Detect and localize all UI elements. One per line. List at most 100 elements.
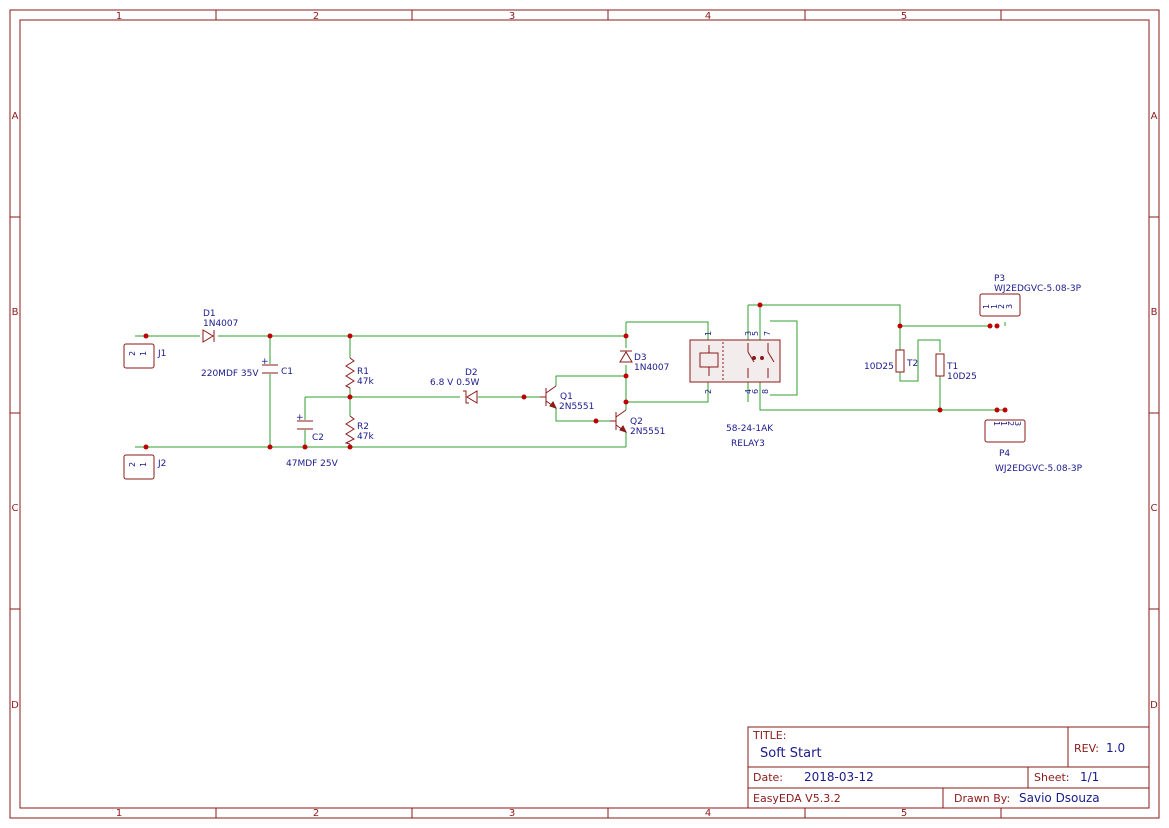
p3-pin-3: 3 (1005, 304, 1014, 309)
row-label-a-right: A (1151, 111, 1158, 122)
q1-value: 2N5551 (559, 402, 594, 412)
row-label-c-left: C (12, 503, 19, 514)
j1-pin-1: 1 (139, 351, 148, 356)
c1-value: 220MDF 35V (201, 369, 259, 379)
relay-pin-1: 1 (704, 331, 713, 336)
tool-version: EasyEDA V5.3.2 (753, 792, 841, 805)
col-label-1-bottom: 1 (116, 808, 122, 819)
drawn-by-key: Drawn By: (954, 792, 1010, 805)
rev-value: 1.0 (1106, 741, 1125, 755)
col-label-4-top: 4 (705, 11, 711, 22)
r1-value: 47k (357, 377, 374, 387)
transistor-q2[interactable]: Q2 2N5551 (610, 409, 665, 437)
relay-value: 58-24-1AK (726, 424, 774, 434)
p3-pin-2: 2 (997, 304, 1006, 309)
diode-d3[interactable]: D3 1N4007 (619, 350, 669, 373)
p3-pin-1a: 1 (982, 304, 991, 309)
resistor-r1[interactable]: R1 47k (344, 357, 374, 389)
p4-value: WJ2EDGVC-5.08-3P (995, 464, 1083, 474)
c2-ref: C2 (312, 433, 324, 443)
p3-value: WJ2EDGVC-5.08-3P (994, 284, 1082, 294)
t1-value: 10D25 (947, 372, 977, 382)
relay-pin-3: 3 (744, 331, 753, 336)
d1-ref: D1 (203, 309, 216, 319)
drawing-frame: 1 2 3 4 5 1 2 3 4 5 A B C D A B C D (9, 9, 1160, 819)
d1-value: 1N4007 (203, 319, 238, 329)
title-key: TITLE: (752, 729, 786, 742)
date-key: Date: (753, 771, 783, 784)
j2-ref: J2 (157, 459, 166, 469)
col-label-5-bottom: 5 (901, 808, 907, 819)
connector-p3[interactable]: 1 1 2 3 P3 WJ2EDGVC-5.08-3P (979, 274, 1082, 317)
row-label-d-left: D (11, 700, 19, 711)
p4-pin-3: 3 (1013, 421, 1022, 426)
p4-pin-1: 1 (999, 421, 1008, 426)
col-label-2-top: 2 (313, 11, 319, 22)
q2-ref: Q2 (630, 417, 643, 427)
row-label-b-left: B (12, 307, 19, 318)
row-label-b-right: B (1151, 307, 1158, 318)
date-value: 2018-03-12 (804, 770, 874, 784)
p4-pin-2: 2 (1006, 421, 1015, 426)
thermistor-t2[interactable]: T2 10D25 (864, 349, 918, 373)
t2-value: 10D25 (864, 362, 894, 372)
col-label-3-bottom: 3 (509, 808, 515, 819)
relay-pin-2: 2 (704, 389, 713, 394)
relay-pin-7: 7 (763, 331, 772, 336)
d3-value: 1N4007 (634, 363, 669, 373)
j2-pin-1: 1 (139, 462, 148, 467)
p4-pin-1a: 1 (992, 421, 1001, 426)
title-block: TITLE: Soft Start REV: 1.0 Date: 2018-03… (747, 726, 1150, 809)
relay-ref: RELAY3 (731, 439, 765, 449)
capacitor-c1[interactable]: + C1 220MDF 35V (201, 357, 293, 379)
col-label-1-top: 1 (116, 11, 122, 22)
connector-j1[interactable]: 2 1 J1 (123, 343, 166, 369)
title-value: Soft Start (760, 746, 822, 761)
row-label-c-right: C (1151, 503, 1158, 514)
connector-p4[interactable]: 1 1 2 3 P4 WJ2EDGVC-5.08-3P (984, 419, 1083, 474)
sheet-key: Sheet: (1034, 771, 1070, 784)
c1-plus-mark: + (261, 357, 269, 367)
col-label-5-top: 5 (901, 11, 907, 22)
j1-pin-2: 2 (128, 351, 137, 356)
c1-ref: C1 (281, 367, 293, 377)
r1-ref: R1 (357, 367, 369, 377)
drawn-by-value: Savio Dsouza (1019, 791, 1100, 805)
thermistor-t1[interactable]: T1 10D25 (935, 353, 977, 382)
r2-ref: R2 (357, 422, 369, 432)
wires (135, 304, 1006, 448)
relay-pin-4: 4 (744, 389, 753, 394)
row-label-d-right: D (1150, 700, 1158, 711)
j2-pin-2: 2 (128, 462, 137, 467)
c2-value: 47MDF 25V (286, 459, 339, 469)
d2-ref: D2 (465, 368, 478, 378)
relay-pin-5: 5 (751, 331, 760, 336)
relay-relay3[interactable]: 1 2 3 5 7 4 6 8 58-24-1AK RELAY3 (689, 331, 781, 449)
q2-value: 2N5551 (630, 427, 665, 437)
relay-pin-6: 6 (751, 389, 760, 394)
zener-diode-d2[interactable]: D2 6.8 V 0.5W (430, 368, 480, 404)
transistor-q1[interactable]: Q1 2N5551 (540, 385, 594, 412)
connector-j2[interactable]: 2 1 J2 (123, 454, 166, 480)
d2-value: 6.8 V 0.5W (430, 378, 480, 388)
relay-pin-8: 8 (761, 389, 770, 394)
t2-ref: T2 (906, 359, 918, 369)
col-label-2-bottom: 2 (313, 808, 319, 819)
t1-ref: T1 (946, 362, 958, 372)
c2-plus-mark: + (296, 413, 304, 423)
diode-d1[interactable]: D1 1N4007 (202, 309, 238, 343)
p3-pin-1: 1 (990, 304, 999, 309)
j1-ref: J1 (157, 349, 166, 359)
col-label-3-top: 3 (509, 11, 515, 22)
q1-ref: Q1 (560, 392, 573, 402)
col-label-4-bottom: 4 (705, 808, 711, 819)
p4-ref: P4 (999, 449, 1010, 459)
p3-ref: P3 (994, 274, 1005, 284)
junctions (143, 302, 1008, 450)
capacitor-c2[interactable]: + C2 47MDF 25V (286, 413, 339, 469)
d3-ref: D3 (634, 353, 647, 363)
r2-value: 47k (357, 432, 374, 442)
rev-key: REV: (1074, 742, 1099, 755)
resistor-r2[interactable]: R2 47k (344, 415, 374, 445)
